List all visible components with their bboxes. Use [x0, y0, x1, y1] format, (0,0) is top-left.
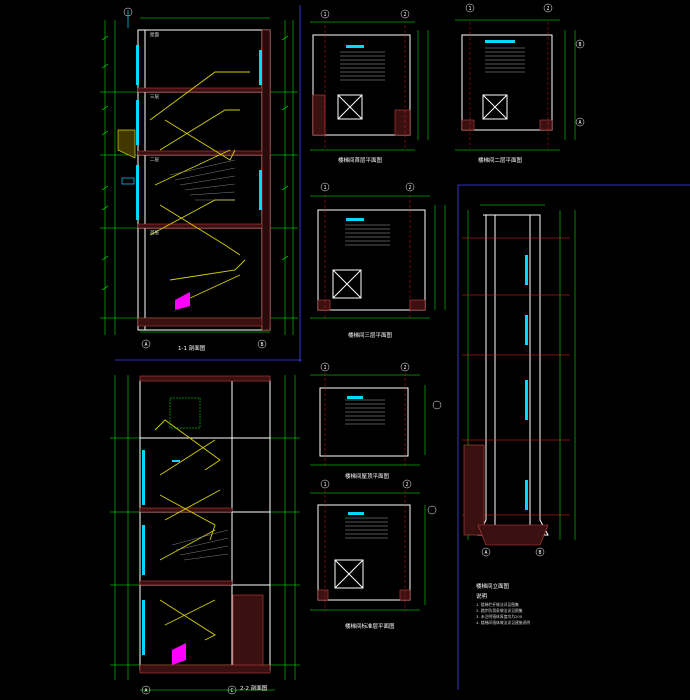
svg-text:2: 2	[546, 6, 549, 12]
svg-text:A: A	[578, 120, 581, 126]
note-line: 3. 未注明墙体厚度均为200	[476, 614, 523, 619]
svg-text:1: 1	[323, 365, 326, 371]
svg-text:1: 1	[323, 482, 326, 488]
notes-title: 说明	[476, 592, 488, 600]
svg-text:1: 1	[468, 6, 471, 12]
sheet-dividers	[115, 5, 690, 690]
svg-text:首层: 首层	[150, 229, 159, 236]
section-1-caption: 1-1 剖面图	[178, 344, 206, 352]
svg-text:2: 2	[408, 185, 411, 191]
svg-text:屋面: 屋面	[150, 32, 159, 38]
elevation-drawing: A B 楼梯间立面图	[462, 204, 576, 590]
plan-3-drawing: 1 2 楼梯间三层平面图	[310, 182, 446, 339]
plan-5-drawing: 1 2 楼梯间标准层平面图	[310, 479, 437, 630]
svg-text:1: 1	[323, 12, 326, 18]
note-line: 2. 踏步防滑条做法详见图集	[476, 608, 523, 613]
notes-block: 说明 1. 楼梯栏杆做法详见图集 2. 踏步防滑条做法详见图集 3. 未注明墙体…	[476, 592, 530, 625]
svg-text:B: B	[260, 342, 263, 348]
svg-text:2: 2	[403, 365, 406, 371]
svg-text:2: 2	[405, 482, 408, 488]
svg-text:2: 2	[403, 12, 406, 18]
plan-4-drawing: 1 2 楼梯间屋顶平面图	[310, 362, 442, 480]
plan-2-drawing: 1 2 B A 楼梯间二层平面图	[455, 3, 585, 164]
svg-text:二层: 二层	[150, 157, 159, 163]
plan-4-caption: 楼梯间屋顶平面图	[345, 472, 390, 480]
note-line: 1. 楼梯栏杆做法详见图集	[476, 602, 519, 607]
plan-2-caption: 楼梯间二层平面图	[478, 156, 523, 164]
plan-3-caption: 楼梯间三层平面图	[348, 331, 393, 339]
note-line: 4. 楼梯间墙体做法详见建施说明	[476, 620, 530, 625]
plan-1-caption: 楼梯间首层平面图	[338, 156, 383, 164]
plan-1-drawing: 1 2 楼梯间首层平面图	[310, 9, 429, 164]
svg-text:A: A	[144, 688, 147, 694]
svg-text:B: B	[538, 550, 541, 556]
svg-text:A: A	[144, 342, 147, 348]
section-1-drawing: A B 屋面 三层 二层 首层 1-1 剖面图	[100, 7, 298, 352]
svg-text:B: B	[578, 42, 581, 48]
svg-text:1: 1	[323, 185, 326, 191]
svg-text:三层: 三层	[150, 94, 159, 100]
section-2-caption: 2-2 剖面图	[240, 684, 268, 692]
svg-text:C: C	[230, 688, 233, 694]
elevation-caption: 楼梯间立面图	[476, 582, 510, 590]
svg-text:A: A	[484, 550, 487, 556]
section-2-drawing: A C 2-2 剖面图	[110, 375, 300, 695]
plan-5-caption: 楼梯间标准层平面图	[345, 622, 395, 630]
